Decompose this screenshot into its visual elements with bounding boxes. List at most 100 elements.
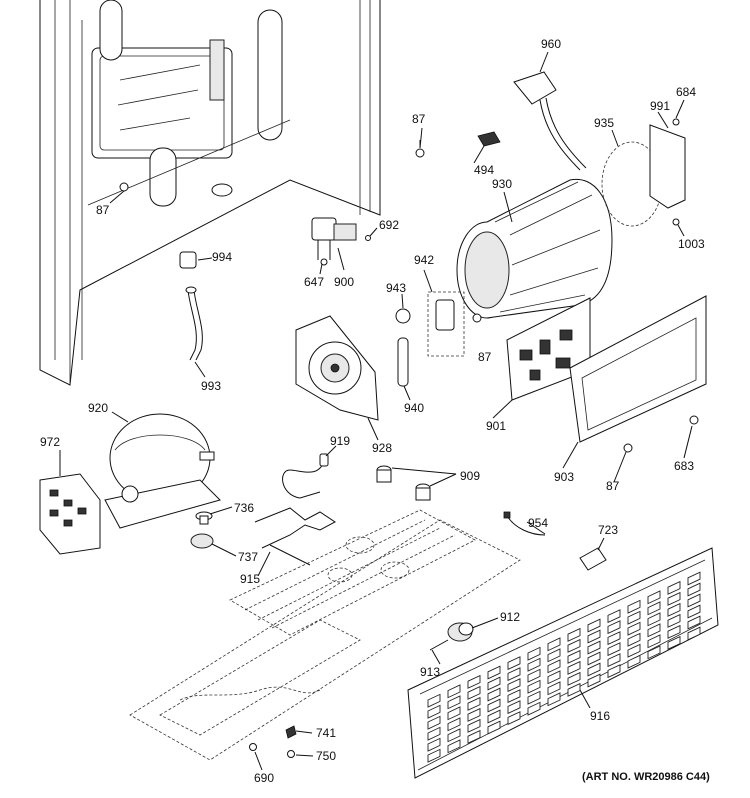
grille-slot: [687, 615, 701, 630]
grille-slot: [687, 582, 701, 597]
compressor-cover-972: [39, 473, 101, 555]
grille-slot: [587, 651, 601, 666]
condenser-930: [456, 178, 613, 319]
grille-slot: [447, 728, 461, 743]
grille-slot: [687, 571, 701, 586]
screw-87-left: [109, 182, 129, 204]
screw-690: [249, 743, 257, 751]
screw-683: [689, 415, 699, 425]
grille-slot: [427, 737, 441, 752]
grille-slot: [687, 626, 701, 641]
grille-slot: [467, 696, 481, 711]
spacer-723: [579, 547, 607, 571]
water-tube-994-993: [179, 251, 203, 361]
callout-943: 943: [386, 281, 406, 295]
grille-slot: [507, 711, 521, 726]
callout-750: 750: [316, 749, 336, 763]
callout-736: 736: [234, 501, 254, 515]
grille-slot: [447, 684, 461, 699]
grille-slot: [527, 690, 541, 705]
grille-slot: [647, 612, 661, 627]
grille-slot: [527, 668, 541, 683]
grille-slot: [587, 673, 601, 688]
screw-87-right: [623, 443, 633, 453]
grille-slot: [607, 631, 621, 646]
grille-slot: [687, 604, 701, 619]
callout-647: 647: [304, 275, 324, 289]
grille-slot: [547, 648, 561, 663]
grille-slot: [667, 580, 681, 595]
grille-slot: [487, 698, 501, 713]
callout-692: 692: [379, 218, 399, 232]
grille-slot: [507, 689, 521, 704]
callout-87-top: 87: [412, 112, 426, 126]
screw-750: [287, 750, 295, 758]
grille-slot: [467, 685, 481, 700]
grille-slot: [427, 726, 441, 741]
grille-slot: [627, 599, 641, 614]
grille-slot: [667, 591, 681, 606]
grille-slot: [567, 627, 581, 642]
grille-slot: [447, 739, 461, 754]
grille-slot: [487, 676, 501, 691]
grille-slot: [567, 649, 581, 664]
bracket-991: [649, 118, 686, 226]
grommet-736: [195, 511, 213, 525]
callout-87-left: 87: [96, 203, 110, 217]
callout-87-relay: 87: [478, 350, 492, 364]
grille-slot: [427, 748, 441, 763]
grille-slot: [607, 664, 621, 679]
grille-slot: [507, 656, 521, 671]
callout-683: 683: [674, 459, 694, 473]
callout-684: 684: [676, 85, 696, 99]
grille-slot: [487, 720, 501, 735]
cover-903: [569, 295, 707, 443]
callout-903: 903: [554, 470, 574, 484]
grille-slot: [547, 659, 561, 674]
grille-slot: [667, 635, 681, 650]
grille-slot: [627, 621, 641, 636]
grille-slot: [607, 642, 621, 657]
callout-920: 920: [88, 401, 108, 415]
callout-993: 993: [201, 379, 221, 393]
grille-slot: [647, 645, 661, 660]
callout-915: 915: [240, 572, 260, 586]
grille-slot: [647, 634, 661, 649]
grille-slot: [447, 706, 461, 721]
grille-slot: [647, 623, 661, 638]
grommet-737: [190, 533, 214, 549]
grille-slot: [567, 660, 581, 675]
callout-919: 919: [330, 434, 350, 448]
water-valve-assembly: [311, 217, 371, 266]
grille-slot: [467, 674, 481, 689]
callout-737: 737: [238, 550, 258, 564]
callout-723: 723: [598, 523, 618, 537]
power-cord-960: [513, 71, 587, 171]
grille-slot: [627, 632, 641, 647]
compressor-920: [104, 413, 221, 529]
callout-942: 942: [414, 253, 434, 267]
callout-960: 960: [541, 37, 561, 51]
grille-slot: [687, 593, 701, 608]
grille-slot: [427, 715, 441, 730]
grille-slot: [467, 729, 481, 744]
drain-heater-915: [254, 507, 336, 566]
grille-slot: [587, 662, 601, 677]
grille-slot: [427, 693, 441, 708]
grille-slot: [447, 695, 461, 710]
grille-slot: [647, 590, 661, 605]
grille-slot: [607, 653, 621, 668]
clip-494: [415, 131, 501, 158]
callout-690: 690: [254, 771, 274, 785]
callout-928: 928: [372, 441, 392, 455]
callout-954: 954: [528, 516, 548, 530]
grille-slot: [667, 624, 681, 639]
grille-slot: [527, 646, 541, 661]
callout-labels: 87 87 87 87 494 960 684 991 935 930 1003…: [40, 37, 710, 785]
grille-slot: [507, 678, 521, 693]
grille-slot: [467, 707, 481, 722]
tube-919: [282, 453, 329, 499]
callout-940: 940: [404, 401, 424, 415]
callout-994: 994: [212, 250, 232, 264]
